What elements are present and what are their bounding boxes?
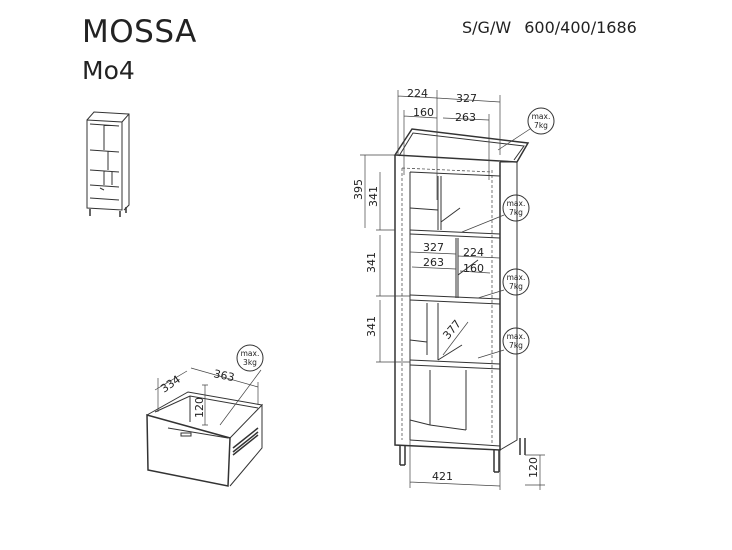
product-title: MOSSA: [82, 14, 197, 50]
dim-mid-inner-left: 263: [423, 256, 444, 269]
dim-diagonal: 377: [440, 317, 463, 341]
drawer-load-line1: max.: [241, 349, 260, 358]
svg-text:7kg: 7kg: [509, 282, 523, 291]
svg-text:max.: max.: [507, 199, 526, 208]
dim-top-width-left: 224: [407, 87, 428, 100]
load-badge: max. 7kg: [527, 107, 555, 135]
svg-text:7kg: 7kg: [534, 121, 548, 130]
dim-height-top: 395: [352, 179, 365, 200]
load-badge: max. 7kg: [502, 268, 530, 296]
dim-top-inner-right: 263: [455, 111, 476, 124]
dim-top-inner-left: 160: [413, 106, 434, 119]
dim-top-width-right: 327: [456, 92, 477, 105]
thumbnail-cabinet: [86, 111, 130, 217]
dim-bottom-width: 421: [432, 470, 453, 483]
drawer-drawing: max. 3kg: [146, 344, 264, 487]
load-badge: max. 7kg: [502, 194, 530, 222]
dimensions-value: 600/400/1686: [524, 18, 637, 37]
product-code: Mo4: [82, 56, 135, 85]
drawer-dim-height: 120: [193, 397, 206, 418]
svg-text:7kg: 7kg: [509, 208, 523, 217]
dim-height-1: 341: [367, 186, 380, 207]
svg-text:max.: max.: [532, 112, 551, 121]
dim-mid-inner-right: 160: [463, 262, 484, 275]
drawer-load-line2: 3kg: [243, 358, 257, 367]
svg-text:max.: max.: [507, 332, 526, 341]
svg-text:max.: max.: [507, 273, 526, 282]
cabinet-drawing: [393, 128, 530, 473]
svg-text:7kg: 7kg: [509, 341, 523, 350]
dimensions-label: S/G/W: [462, 18, 512, 37]
dim-mid-width-right: 224: [463, 246, 484, 259]
dim-mid-width-left: 327: [423, 241, 444, 254]
drawer-dim-width: 363: [212, 367, 235, 384]
dimension-lines: [360, 90, 545, 490]
dim-height-3: 341: [365, 316, 378, 337]
overall-dimensions: S/G/W 600/400/1686: [462, 18, 637, 37]
dim-height-2: 341: [365, 252, 378, 273]
drawer-dim-depth: 334: [158, 373, 183, 396]
dim-leg-height: 120: [527, 457, 540, 478]
load-badge: max. 7kg: [502, 327, 530, 355]
